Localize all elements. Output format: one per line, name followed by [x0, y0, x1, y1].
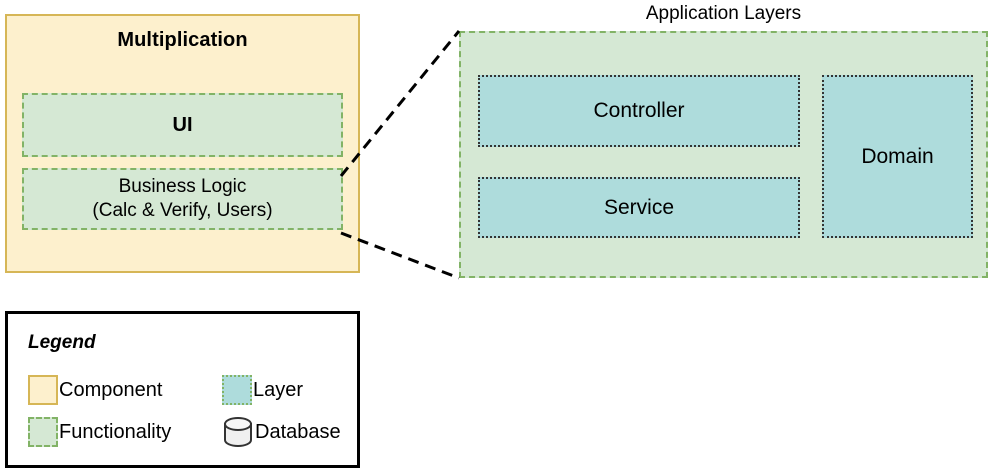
- functionality-ui-label: UI: [172, 113, 193, 136]
- component-title: Multiplication: [117, 29, 248, 51]
- legend-item-database: Database: [222, 417, 341, 447]
- functionality-business-logic-label: Business Logic (Calc & Verify, Users): [92, 176, 273, 221]
- square-solid-icon: [28, 375, 58, 405]
- application-layers-container: Controller Service Domain: [459, 31, 988, 278]
- square-dashed-icon: [28, 417, 58, 447]
- application-layers-title: Application Layers: [645, 3, 802, 24]
- layer-controller-label: Controller: [593, 99, 685, 122]
- legend-item-component-label: Component: [59, 379, 163, 401]
- layer-domain-label: Domain: [861, 144, 934, 168]
- layer-service: Service: [478, 177, 800, 238]
- square-dotted-icon: [222, 375, 252, 405]
- layer-domain: Domain: [822, 75, 973, 238]
- functionality-business-logic: Business Logic (Calc & Verify, Users): [22, 168, 343, 230]
- legend-item-functionality: Functionality: [28, 417, 171, 447]
- component-multiplication: Multiplication UI Business Logic (Calc &…: [5, 14, 360, 273]
- functionality-ui: UI: [22, 93, 343, 157]
- legend-item-layer: Layer: [222, 375, 303, 405]
- legend-item-database-label: Database: [255, 421, 341, 443]
- legend-title: Legend: [28, 332, 96, 353]
- legend-item-functionality-label: Functionality: [59, 421, 172, 443]
- legend-item-component: Component: [28, 375, 162, 405]
- database-cylinder-icon: [224, 417, 252, 447]
- layer-controller: Controller: [478, 75, 800, 147]
- layer-service-label: Service: [603, 195, 675, 219]
- legend-item-layer-label: Layer: [253, 379, 304, 401]
- legend: Legend Component Layer Functionality Dat…: [5, 311, 360, 468]
